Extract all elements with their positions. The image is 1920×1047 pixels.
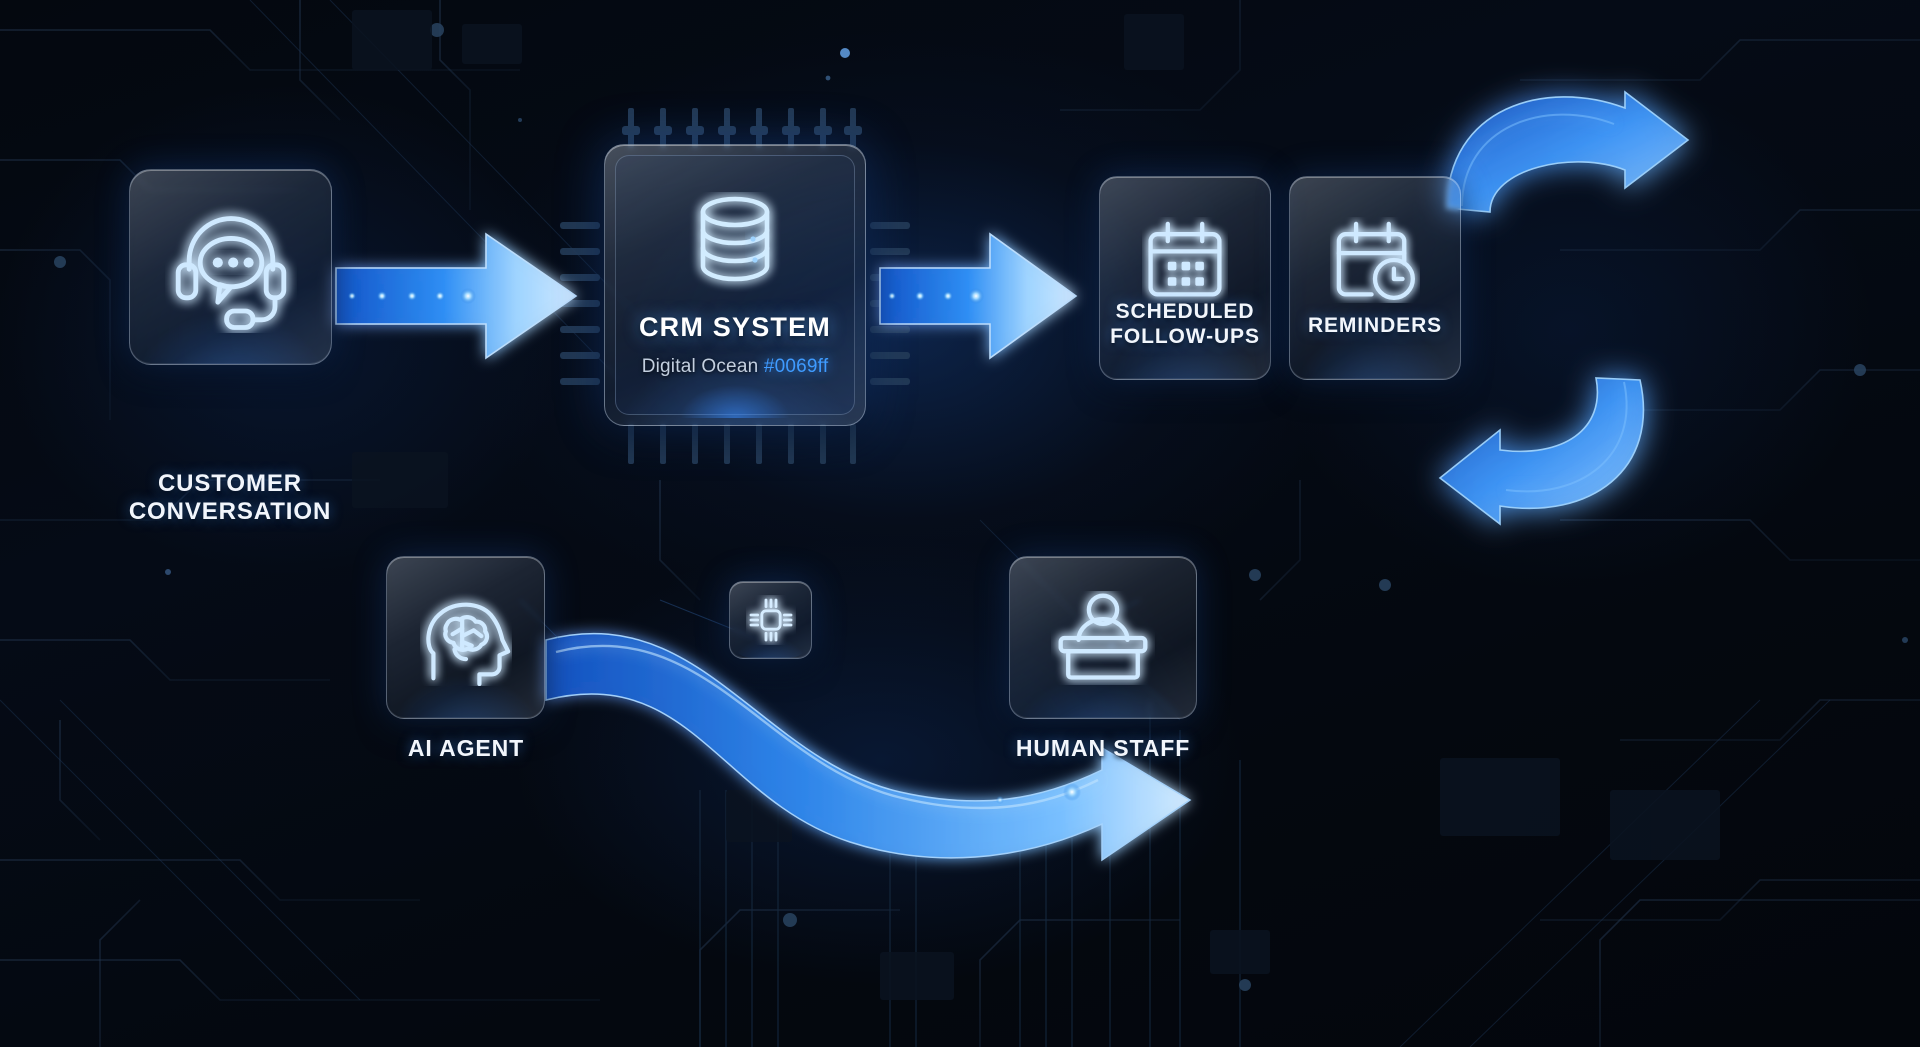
label-scheduled-follow-ups: SCHEDULED FOLLOW-UPS (1110, 300, 1260, 348)
chip-pins-left (560, 222, 600, 385)
person-desk-icon (1058, 593, 1148, 680)
arrow-customer-to-crm (335, 232, 578, 360)
data-dots-2 (888, 288, 984, 304)
node-customer-conversation[interactable] (129, 169, 332, 365)
arrow-cycle-top (1446, 90, 1690, 213)
cpu-chip-icon (749, 598, 792, 642)
node-human-staff[interactable] (1009, 556, 1197, 719)
arrow-cycle-bottom (1438, 377, 1645, 526)
crm-subtitle: Digital Ocean #0069ff (642, 356, 829, 378)
crm-accent-hex: #0069ff (763, 356, 829, 377)
brain-head-icon (425, 602, 510, 686)
node-reminders[interactable] (1289, 176, 1461, 380)
calendar-clock-icon (1336, 221, 1415, 300)
label-ai-agent: AI AGENT (407, 735, 525, 761)
node-crm-system[interactable]: CRM SYSTEM Digital Ocean #0069ff (604, 144, 866, 426)
label-customer-conversation: CUSTOMER CONVERSATION (128, 470, 332, 526)
database-icon (700, 196, 770, 282)
label-reminders: REMINDERS (1307, 314, 1443, 337)
chip-pins-top (622, 108, 862, 148)
label-human-staff: HUMAN STAFF (1015, 735, 1191, 761)
chip-pins-bottom (628, 424, 856, 464)
data-dots-1 (348, 288, 476, 304)
crm-inner-panel: CRM SYSTEM Digital Ocean #0069ff (615, 155, 855, 418)
calendar-icon (1148, 221, 1222, 297)
crm-title: CRM SYSTEM (638, 312, 831, 342)
node-processing-chip[interactable] (729, 581, 812, 659)
s-curve-highlight (555, 644, 1099, 810)
node-ai-agent[interactable] (386, 556, 545, 719)
node-scheduled-follow-ups[interactable] (1099, 176, 1271, 380)
headset-chat-icon (175, 216, 286, 330)
crm-sub-prefix: Digital Ocean (641, 356, 764, 377)
data-dots-3 (996, 783, 1081, 804)
